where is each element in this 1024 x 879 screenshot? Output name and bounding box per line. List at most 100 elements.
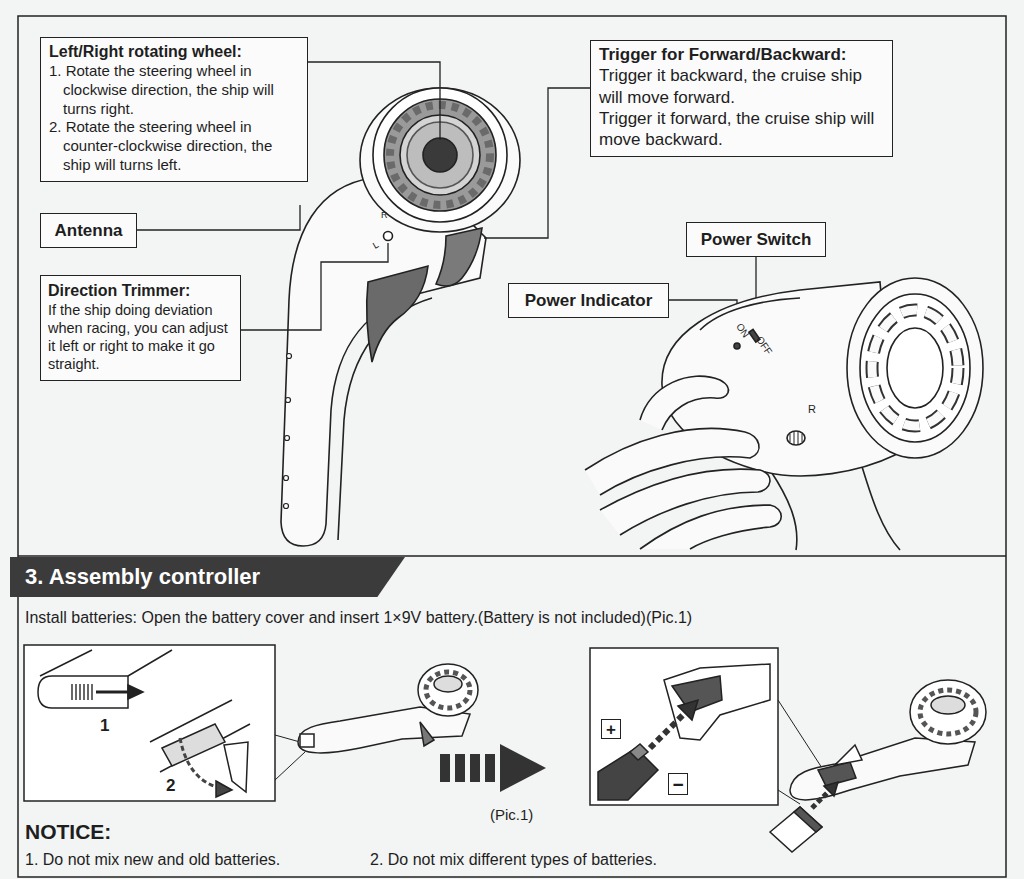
callout-box: Trigger for Forward/Backward:Trigger it … [590,40,893,157]
leader-line [308,62,440,140]
controller-rear-view [640,505,781,549]
battery-insert-panel [630,744,648,760]
controller-sketch [420,722,434,746]
dial-mark: L [371,239,381,250]
dial-mark: R [381,210,388,220]
direction-arrow [500,744,546,792]
figure-caption: (Pic.1) [490,806,533,823]
direction-arrow [455,754,465,782]
controller-side-view [436,228,482,286]
controller-side-view [281,88,520,546]
controller-sketch [298,664,478,753]
switch-mark: ON [734,321,752,340]
controller-side-view [423,138,457,172]
controller-side-view [338,298,432,540]
section-band: 3. Assembly controller [10,557,405,597]
controller-rear-view [787,431,805,445]
callout-box: Power Switch [686,222,826,257]
direction-arrow [440,744,546,792]
callout-text: 1. Rotate the steering wheel in clockwis… [49,62,299,118]
battery-cover-panel [216,781,232,797]
controller-sketch [418,664,478,716]
leader-line [137,205,300,230]
controller-sketch [790,738,975,800]
controller-rear-view [887,328,943,408]
battery-insert-panel [590,648,778,805]
controller-rear-view [860,460,900,550]
controller-rear-view [872,310,958,426]
controller-side-view [384,232,393,241]
step-number: 1 [100,716,109,736]
callout-box: Left/Right rotating wheel:1. Rotate the … [40,37,308,182]
callout-text: Trigger it forward, the cruise ship will… [599,108,884,151]
controller-sketch [931,696,965,714]
battery-cover-panel [72,684,92,700]
direction-arrow [485,754,495,782]
dial-mark: R [808,403,816,416]
controller-sketch [824,782,838,796]
switch-mark: OFF [754,334,775,357]
battery-cover-panel [128,685,143,699]
notice-heading: NOTICE: [25,820,111,844]
controller-side-view [287,354,292,359]
controller-rear-view [847,278,983,458]
callout-heading: 3. Assembly controller [25,563,260,591]
controller-sketch [812,790,830,808]
callout-box: Direction Trimmer:If the ship doing devi… [40,275,241,381]
controller-rear-view [734,343,740,349]
battery-cover-panel [24,645,275,801]
battery-insert-panel [590,648,822,805]
page-frame [18,555,1006,557]
callout-heading: Antenna [47,220,130,241]
callout-heading: + [606,721,616,738]
battery-insert-panel [598,748,658,800]
callout-heading: Left/Right rotating wheel: [49,42,299,62]
callout-heading: Trigger for Forward/Backward: [599,44,884,65]
controller-sketch [794,807,822,832]
callout-box: Antenna [40,213,137,248]
step-number: 2 [166,776,175,796]
controller-sketch [770,680,986,852]
polarity-box: + [601,719,621,739]
controller-side-view [284,504,289,509]
battery-cover-panel [24,645,305,801]
battery-cover-panel [180,738,220,788]
controller-sketch [434,676,462,692]
battery-insert-panel [664,664,770,740]
controller-sketch [300,734,314,747]
battery-cover-panel [96,691,128,694]
controller-rear-view [790,432,802,444]
battery-insert-panel [650,714,684,748]
controller-side-view [281,178,486,546]
callout-text: Trigger it backward, the cruise ship wil… [599,65,884,108]
controller-sketch [770,807,822,852]
notice-item: 2. Do not mix different types of batteri… [370,851,657,869]
controller-sketch [910,680,986,744]
battery-cover-panel [162,724,225,766]
controller-sketch [835,745,862,765]
controller-side-view [285,436,290,441]
battery-cover-panel [40,650,172,676]
controller-rear-view [585,278,983,550]
controller-rear-view [640,376,728,430]
notice-item: 1. Do not mix new and old batteries. [25,851,280,869]
controller-sketch [426,672,470,708]
direction-arrow [470,754,480,782]
direction-arrow [440,754,450,782]
page-frame [18,16,1006,877]
battery-cover-panel [38,676,128,708]
controller-rear-view [860,294,970,442]
instruction-text: Install batteries: Open the battery cove… [25,609,692,627]
controller-rear-view [872,310,958,426]
controller-side-view [284,354,292,509]
controller-side-view [286,398,291,403]
leader-line [241,243,388,330]
callout-heading: Power Indicator [515,290,662,311]
controller-rear-view [700,298,800,330]
callout-heading: Direction Trimmer: [48,281,233,301]
battery-insert-panel [678,700,698,720]
callout-text: 2. Rotate the steering wheel in counter-… [49,118,299,174]
callout-heading: Power Switch [693,229,819,250]
leader-line [484,88,590,238]
controller-sketch [920,690,976,734]
